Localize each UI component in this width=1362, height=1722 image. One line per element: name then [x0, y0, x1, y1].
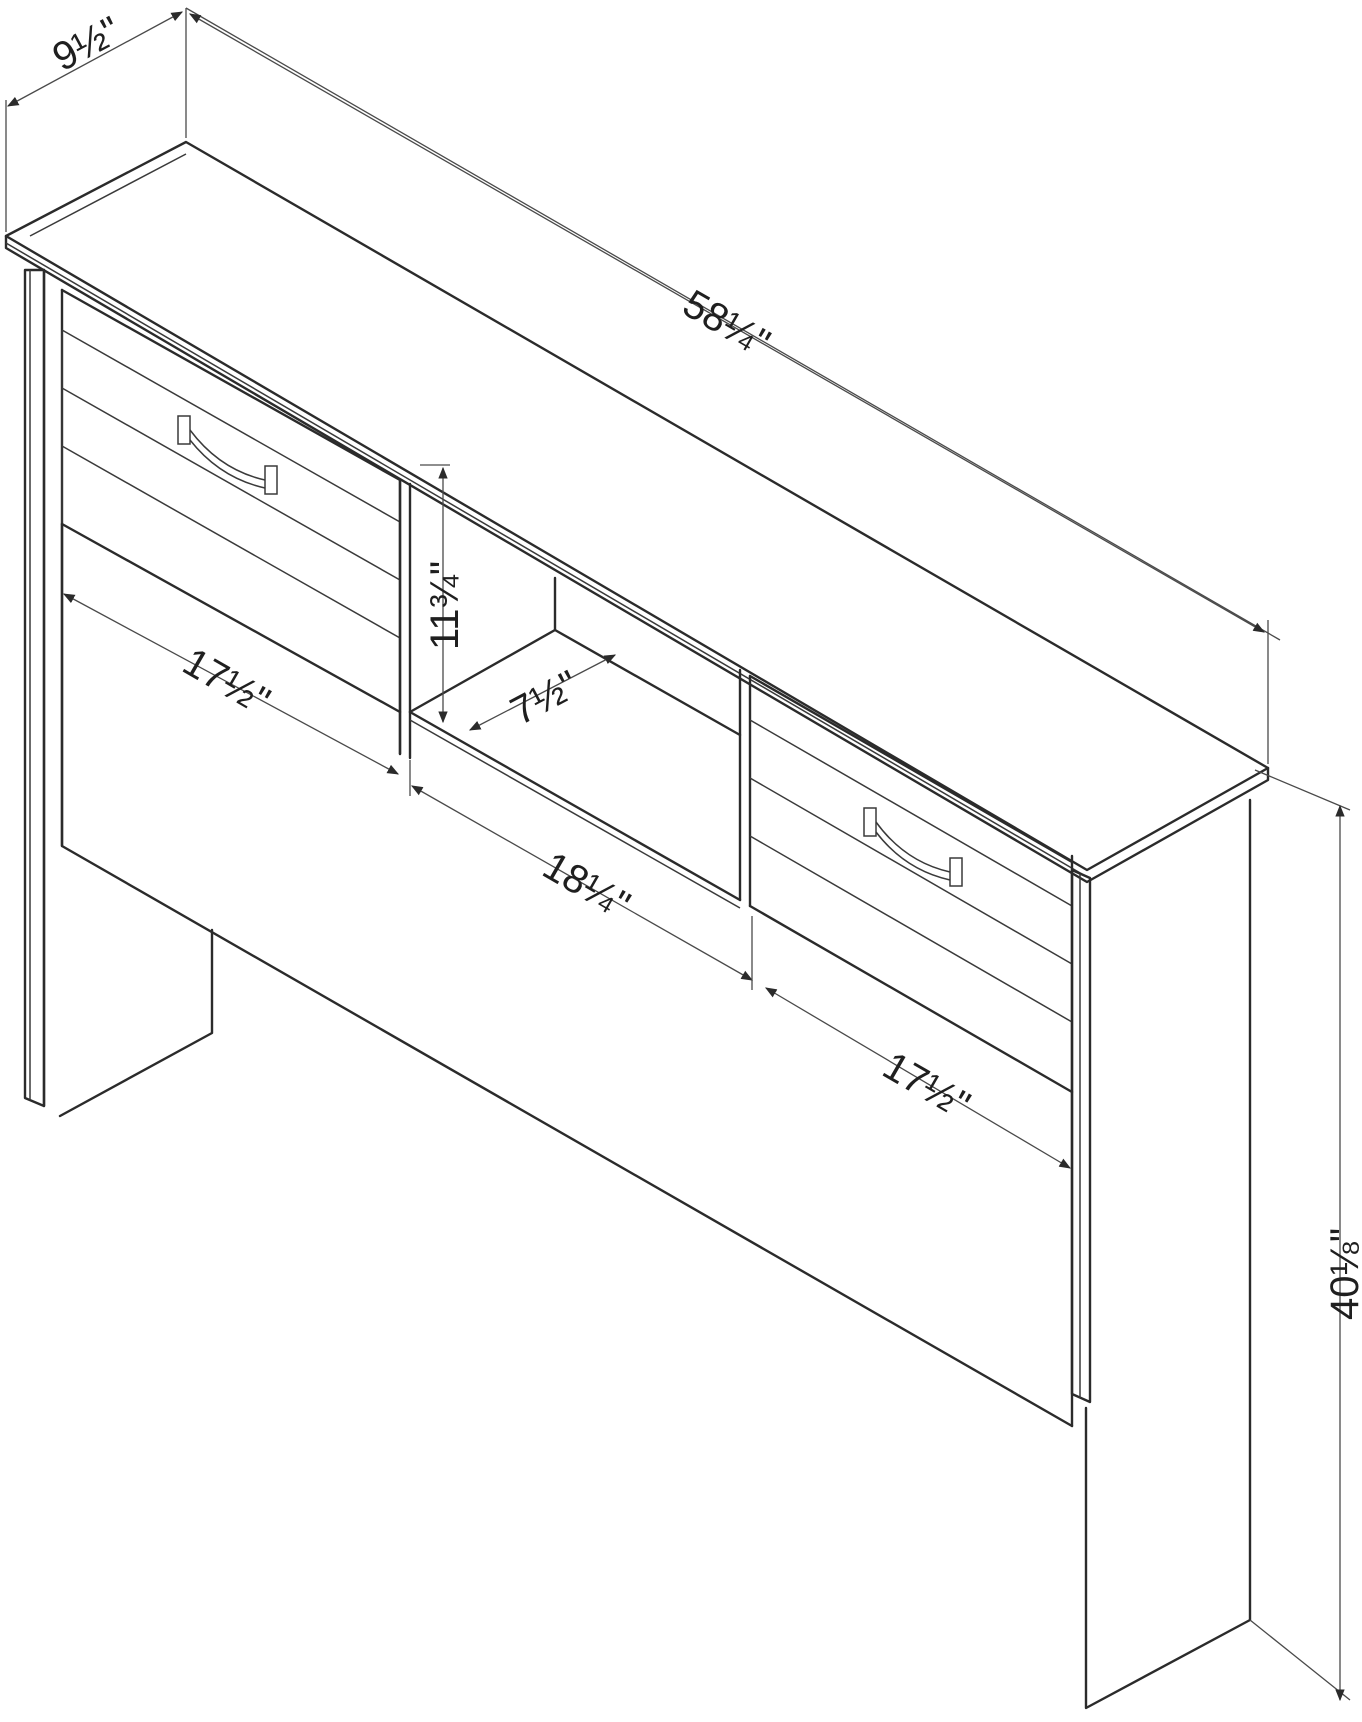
width-label: 58¼"	[676, 282, 778, 366]
left-back-leg	[58, 928, 214, 1118]
dimension-lines	[5, 7, 1351, 1702]
top-board	[4, 140, 1270, 884]
right-door-width-label: 17½"	[876, 1044, 978, 1128]
left-post	[23, 268, 46, 1108]
total-height-label: 40⅛"	[1323, 1228, 1362, 1320]
right-door-handle	[863, 807, 963, 887]
left-door-width-label: 17½"	[176, 640, 278, 724]
shelf-depth-label: 7½"	[504, 662, 586, 734]
right-post	[1070, 868, 1092, 1404]
right-door	[748, 674, 1074, 1094]
left-door	[60, 288, 402, 848]
depth-label: 9½"	[46, 8, 128, 80]
shelf-height-label: 11¾"	[423, 561, 467, 650]
right-leg	[1084, 798, 1252, 1710]
center-opening-width-label: 18¼"	[536, 844, 638, 928]
